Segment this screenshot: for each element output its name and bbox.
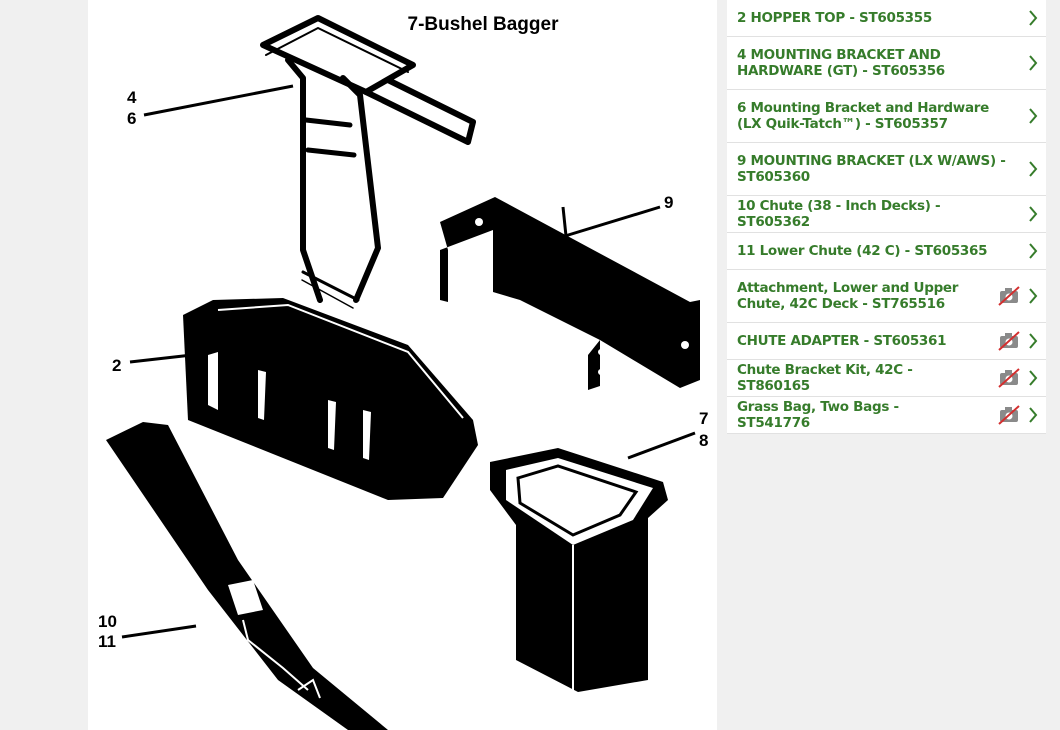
callout-11: 11 — [98, 632, 116, 651]
part-row-chute-bracket-kit[interactable]: Chute Bracket Kit, 42C - ST860165 — [727, 360, 1046, 397]
part-label: 4 MOUNTING BRACKET AND HARDWARE (GT) - S… — [737, 47, 945, 79]
hopper-top-drawing — [183, 298, 478, 500]
chevron-right-icon — [1029, 407, 1038, 423]
chevron-right-icon — [1029, 288, 1038, 304]
callout-6: 6 — [127, 109, 137, 128]
callout-7: 7 — [699, 409, 709, 428]
part-label: 9 MOUNTING BRACKET (LX W/AWS) - ST605360 — [737, 153, 1006, 185]
callout-2: 2 — [112, 356, 122, 375]
part-label: Attachment, Lower and Upper Chute, 42C D… — [737, 280, 959, 312]
part-row-attachment-lower-upper-chute[interactable]: Attachment, Lower and Upper Chute, 42C D… — [727, 270, 1046, 323]
part-label: Grass Bag, Two Bags - ST541776 — [737, 399, 899, 431]
parts-diagram: 7-Bushel Bagger 4 6 9 2 7 8 10 11 — [88, 0, 717, 730]
chevron-right-icon — [1029, 206, 1038, 222]
part-row-chute-38-inch[interactable]: 10 Chute (38 - Inch Decks) - ST605362 — [727, 196, 1046, 233]
no-image-camera-icon — [998, 286, 1020, 306]
no-image-camera-icon — [998, 405, 1020, 425]
chevron-right-icon — [1029, 243, 1038, 259]
no-image-camera-icon — [998, 368, 1020, 388]
exploded-view-illustration — [106, 15, 700, 730]
callout-9: 9 — [664, 193, 674, 212]
leader-lines — [121, 84, 696, 639]
diagram-title: 7-Bushel Bagger — [407, 14, 559, 35]
part-row-hopper-top[interactable]: 2 HOPPER TOP - ST605355 — [727, 0, 1046, 37]
callout-4: 4 — [127, 88, 137, 107]
long-bracket-drawing — [440, 197, 700, 390]
parts-list: 2 HOPPER TOP - ST605355 4 MOUNTING BRACK… — [727, 0, 1046, 434]
part-label: 6 Mounting Bracket and Hardware (LX Quik… — [737, 100, 989, 132]
chevron-right-icon — [1029, 10, 1038, 26]
chevron-right-icon — [1029, 55, 1038, 71]
chute-drawing — [106, 422, 388, 730]
part-label: 2 HOPPER TOP - ST605355 — [737, 10, 932, 26]
mounting-bracket-frame-drawing — [260, 15, 476, 309]
part-row-lower-chute-42c[interactable]: 11 Lower Chute (42 C) - ST605365 — [727, 233, 1046, 270]
part-label: 10 Chute (38 - Inch Decks) - ST605362 — [737, 198, 941, 230]
chevron-right-icon — [1029, 333, 1038, 349]
part-row-mounting-bracket-lx-aws[interactable]: 9 MOUNTING BRACKET (LX W/AWS) - ST605360 — [727, 143, 1046, 196]
chevron-right-icon — [1029, 108, 1038, 124]
part-label: CHUTE ADAPTER - ST605361 — [737, 333, 947, 349]
part-row-chute-adapter[interactable]: CHUTE ADAPTER - ST605361 — [727, 323, 1046, 360]
chevron-right-icon — [1029, 161, 1038, 177]
part-row-mounting-bracket-gt[interactable]: 4 MOUNTING BRACKET AND HARDWARE (GT) - S… — [727, 37, 1046, 90]
part-label: 11 Lower Chute (42 C) - ST605365 — [737, 243, 988, 259]
square-chute-drawing — [490, 448, 668, 692]
callout-10: 10 — [98, 612, 117, 631]
part-label: Chute Bracket Kit, 42C - ST860165 — [737, 362, 913, 394]
chevron-right-icon — [1029, 370, 1038, 386]
callout-8: 8 — [699, 431, 709, 450]
part-row-grass-bag[interactable]: Grass Bag, Two Bags - ST541776 — [727, 397, 1046, 434]
part-row-mounting-bracket-lx-quik-tatch[interactable]: 6 Mounting Bracket and Hardware (LX Quik… — [727, 90, 1046, 143]
no-image-camera-icon — [998, 331, 1020, 351]
